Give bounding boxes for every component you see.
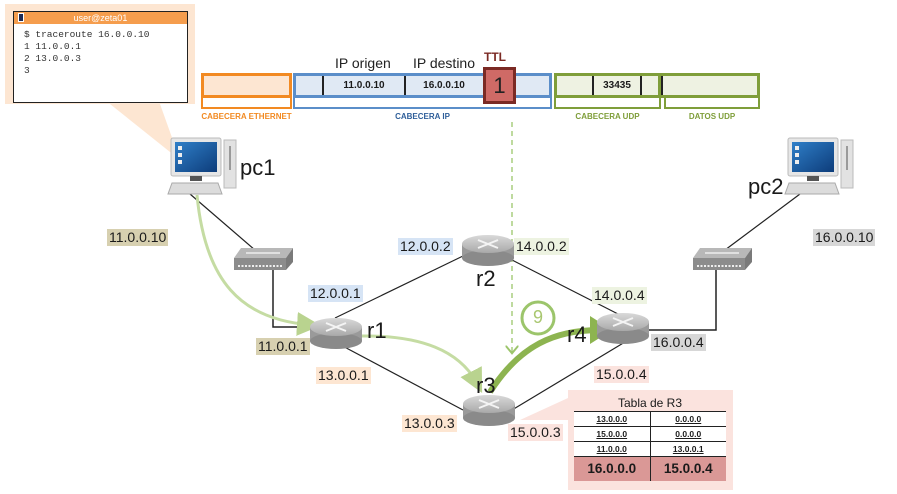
ip-label-r4-lan: 16.0.0.4 [651,334,706,351]
field-separator [661,76,663,95]
link-r1-r3 [334,341,464,411]
link-pc1-switch1 [189,193,256,251]
udp-header-box [554,73,661,98]
pc1-computer-icon [167,137,237,195]
router-r4-icon [597,313,649,344]
router-r3-icon [463,395,515,426]
udp-port-field: 33435 [603,80,631,91]
step-marker-number: 9 [532,307,543,327]
terminal-title: user@zeta01 [73,13,128,23]
r2-label: r2 [476,266,496,291]
ip-label-r4-r3: 15.0.0.4 [594,366,649,383]
ip-label-r2-r1: 12.0.0.2 [398,238,453,255]
path-r3-to-r4 [487,327,601,394]
route-destination: 16.0.0.0 [574,456,650,481]
link-r2-r4 [511,259,621,316]
udp-data-bracket [664,98,760,109]
ttl-field: 1 [483,67,516,104]
terminal-line: 3 [24,65,30,76]
terminal-line: 1 11.0.0.1 [24,41,82,52]
terminal-line: $ traceroute 16.0.0.10 [24,29,150,40]
field-separator [640,76,642,95]
ip-label-r1-lan: 11.0.0.1 [256,338,310,355]
route-destination: 11.0.0.0 [574,441,650,457]
ip-label-r3-r4: 15.0.0.3 [508,424,563,441]
ip-label-r3-r1: 13.0.0.3 [402,415,457,432]
routing-table-callout-pointer [520,398,568,420]
udp-data-box [661,73,760,98]
link-switch2-pc2 [724,193,801,251]
r1-label: r1 [367,318,387,343]
dst-ip-field: 16.0.0.10 [423,80,465,91]
ethernet-header-bracket [201,98,292,109]
ttl-label: TTL [484,50,506,64]
path-pc1-to-r1 [195,194,321,336]
routing-table-title: Tabla de R3 [617,396,683,410]
ip-label-r1-r3: 13.0.0.1 [316,367,371,384]
route-destination: 13.0.0.0 [574,411,650,427]
routing-table-row: 15.0.0.0 0.0.0.0 [574,426,726,442]
router-r1-icon [310,318,362,349]
step-marker-circle [520,300,556,336]
route-gateway: 13.0.0.1 [649,441,726,457]
terminal-icon [18,13,24,22]
ethernet-header-box [201,73,292,98]
ip-label-r4-r2: 14.0.0.4 [592,287,647,304]
routing-table-row: 13.0.0.0 0.0.0.0 [574,411,726,427]
router-r2-icon [462,235,514,266]
ip-label-r1-r2: 12.0.0.1 [308,285,363,302]
route-destination: 15.0.0.0 [574,426,650,442]
path-r1-to-r3 [359,334,483,394]
field-separator [404,76,406,95]
src-ip-field: 11.0.0.10 [343,80,385,91]
pc2-label: pc2 [748,174,784,199]
ip-caption: CABECERA IP [395,112,450,121]
field-separator [322,76,324,95]
pc2-computer-icon [784,137,854,195]
link-r4-switch2 [645,268,717,331]
r3-label: r3 [476,373,496,398]
udp-caption: CABECERA UDP [575,112,640,121]
ip-destination-label: IP destino [413,55,476,71]
ip-label-pc2: 16.0.0.10 [813,229,876,246]
link-r1-r2 [334,255,464,319]
routing-table-row-highlighted: 16.0.0.0 15.0.0.4 [574,456,726,481]
field-separator [592,76,594,95]
terminal-line: 2 13.0.0.3 [24,53,82,64]
ethernet-caption: CABECERA ETHERNET [201,112,292,121]
route-gateway: 15.0.0.4 [649,456,726,481]
ip-label-r2-r4: 14.0.0.2 [514,238,569,255]
switch-1-icon [234,248,293,270]
routing-table: Tabla de R3 13.0.0.0 0.0.0.0 15.0.0.0 0.… [574,395,726,481]
udp-header-bracket [554,98,661,109]
switch-2-icon [693,248,752,270]
ip-origin-label: IP origen [335,55,391,71]
terminal-titlebar: user@zeta01 [14,12,187,24]
r4-label: r4 [567,322,587,347]
terminal-callout-pointer [110,104,180,160]
link-r3-r4 [511,341,626,411]
route-gateway: 0.0.0.0 [649,426,726,442]
pc1-label: pc1 [240,155,276,180]
routing-table-row: 11.0.0.0 13.0.0.1 [574,441,726,457]
ip-header-bracket [293,98,552,109]
ip-label-pc1: 11.0.0.10 [107,229,169,246]
udp-data-caption: DATOS UDP [688,112,736,121]
route-gateway: 0.0.0.0 [649,411,726,427]
